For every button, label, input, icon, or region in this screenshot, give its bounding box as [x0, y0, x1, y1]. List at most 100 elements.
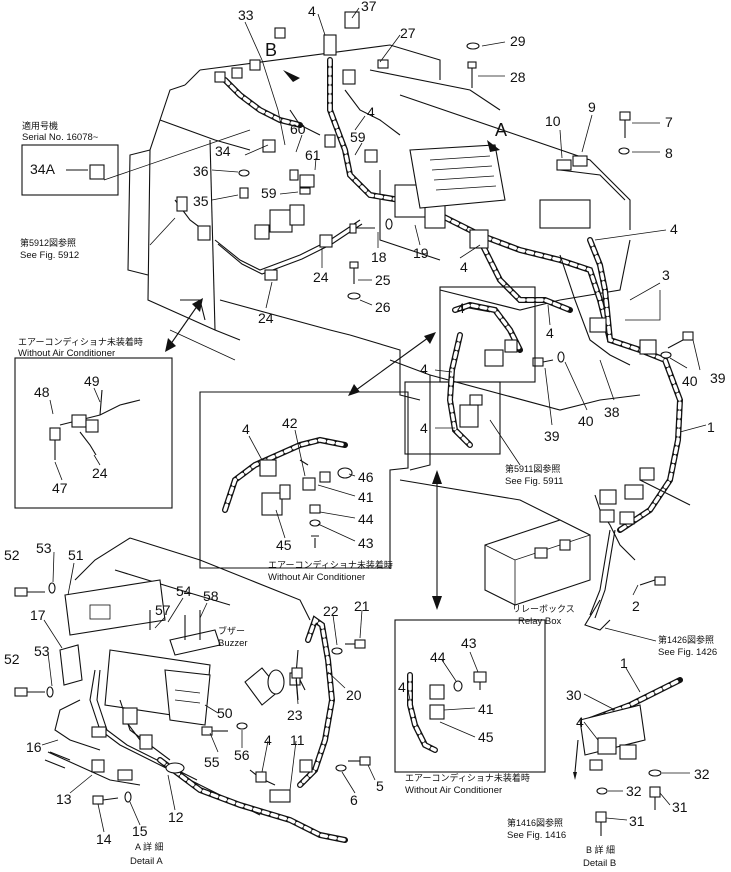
callout: 25 — [375, 272, 391, 288]
callout: 33 — [238, 7, 254, 23]
callout: 45 — [478, 729, 494, 745]
inset-without-ac-left — [14, 357, 173, 509]
callout: 15 — [132, 823, 148, 839]
callout: 28 — [510, 69, 526, 85]
callout: 48 — [34, 384, 50, 400]
callout: 61 — [305, 147, 321, 163]
fig1416-note-jp: 第1416図参照 — [507, 817, 563, 828]
callout: 27 — [400, 25, 416, 41]
callout: 17 — [30, 607, 46, 623]
inset-without-ac-bottom — [394, 619, 546, 773]
callout: 58 — [203, 588, 219, 604]
serial-inset — [21, 129, 251, 196]
callout: 1 — [620, 655, 628, 671]
callout: 2 — [632, 598, 640, 614]
callout: B — [265, 40, 277, 60]
callout: 4 — [460, 259, 468, 275]
callout: 1 — [707, 419, 715, 435]
buzzer — [244, 667, 306, 706]
detail-a-en: Detail A — [130, 856, 163, 867]
callout: 5 — [376, 778, 384, 794]
callout: 8 — [665, 145, 673, 161]
ground-cable — [584, 599, 611, 631]
callout: 4 — [398, 679, 406, 695]
main-harness — [174, 57, 691, 619]
callout: 34 — [215, 143, 231, 159]
inset-part-label: 34A — [30, 161, 56, 177]
callout: 47 — [52, 480, 68, 496]
detail-b — [573, 677, 683, 836]
callout: 46 — [358, 469, 374, 485]
serial-note-en: Serial No. 16078~ — [22, 132, 99, 143]
callout: 43 — [358, 535, 374, 551]
woac-bottom-jp: エアーコンディショナ未装着時 — [405, 772, 530, 783]
detail-b-jp: B 詳 細 — [586, 844, 615, 855]
reference-arrows — [165, 298, 442, 610]
callout: 4 — [308, 3, 316, 19]
callout: 53 — [36, 540, 52, 556]
callout: 30 — [566, 687, 582, 703]
callout: 39 — [710, 370, 726, 386]
fig1426-note-jp: 第1426図参照 — [658, 634, 714, 645]
callout: 31 — [629, 813, 645, 829]
callout: 50 — [217, 705, 233, 721]
callout: 26 — [375, 299, 391, 315]
callout: 59 — [261, 185, 277, 201]
woac-left-en: Without Air Conditioner — [18, 348, 115, 359]
callout: 52 — [4, 547, 20, 563]
woac-center-jp: エアーコンディショナ未装着時 — [268, 559, 393, 570]
woac-center-en: Without Air Conditioner — [268, 572, 365, 583]
callout: 54 — [176, 583, 192, 599]
notes: 適用号機 Serial No. 16078~ 34A 第5912図参照 See … — [18, 120, 717, 869]
controller-unit — [409, 140, 506, 209]
inset-fig-5911 — [404, 286, 536, 466]
callout: 9 — [588, 99, 596, 115]
callout: 56 — [234, 747, 250, 763]
callout: 4 — [457, 300, 465, 316]
callout: 41 — [478, 701, 494, 717]
callout: 60 — [290, 121, 306, 137]
callout: 11 — [290, 732, 305, 748]
callout: 10 — [545, 113, 561, 129]
callout: 7 — [665, 114, 673, 130]
callout: 35 — [193, 193, 209, 209]
callout: 38 — [604, 404, 620, 420]
callout: 3 — [662, 267, 670, 283]
callout: 4 — [576, 714, 584, 730]
callout: 13 — [56, 791, 72, 807]
callout: 40 — [578, 413, 594, 429]
inset-without-ac-center — [199, 391, 409, 569]
detail-a-jp: A 詳 細 — [135, 841, 164, 852]
callout: 45 — [276, 537, 292, 553]
callout: 36 — [193, 163, 209, 179]
callout: 55 — [204, 754, 220, 770]
fasteners — [238, 27, 694, 586]
callout: 37 — [361, 0, 377, 14]
relay-box-jp: リレーボックス — [512, 604, 575, 614]
callout: 4 — [546, 325, 554, 341]
callout: 59 — [350, 129, 366, 145]
callout: 31 — [672, 799, 688, 815]
buzzer-en: Buzzer — [218, 638, 248, 649]
callout: 23 — [287, 707, 303, 723]
callout: 18 — [371, 249, 387, 265]
callout: 43 — [461, 635, 477, 651]
callout: 44 — [430, 649, 446, 665]
fig5911-note-en: See Fig. 5911 — [505, 476, 563, 487]
fig5912-note-en: See Fig. 5912 — [20, 250, 79, 261]
callout: 32 — [626, 783, 642, 799]
buzzer-jp: ブザー — [218, 625, 245, 636]
relay-box-en: Relay Box — [518, 616, 562, 627]
callout: 40 — [682, 373, 698, 389]
callout: 4 — [420, 361, 428, 377]
callout: 16 — [26, 739, 42, 755]
callout: A — [495, 120, 507, 140]
woac-bottom-en: Without Air Conditioner — [405, 785, 502, 796]
callout: 14 — [96, 831, 112, 847]
detail-a — [14, 537, 371, 843]
callout: 20 — [346, 687, 362, 703]
callout: 19 — [413, 245, 429, 261]
callout: 29 — [510, 33, 526, 49]
detail-b-en: Detail B — [583, 858, 616, 869]
